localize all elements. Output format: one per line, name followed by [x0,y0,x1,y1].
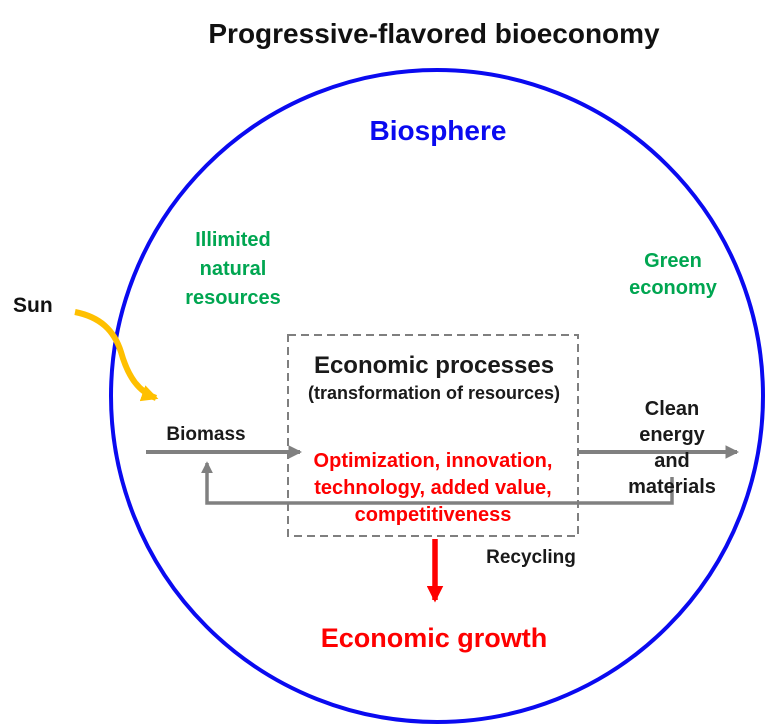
sun-arrow [74,309,159,402]
optimization-innovation-text: Optimization, innovation, technology, ad… [313,450,553,526]
recycling-loop-arrow [201,461,674,505]
economic-processes-box [287,334,579,537]
economic-processes-title: Economic processes [313,352,555,379]
recycling-label: Recycling [486,547,576,568]
green-economy-label: Green economy [629,250,717,299]
economic-growth-label: Economic growth [320,623,548,653]
biomass-label: Biomass [166,424,246,445]
economic-processes-subtitle: (transformation of resources) [307,383,561,403]
sun-label: Sun [13,294,53,317]
diagram-title: Progressive-flavored bioeconomy [208,18,660,49]
biosphere-circle [109,68,765,724]
illimited-natural-resources-label: Illimited natural resources [185,229,281,309]
biosphere-label: Biosphere [369,115,507,146]
clean-energy-materials-label: Clean energy and materials [628,398,716,498]
